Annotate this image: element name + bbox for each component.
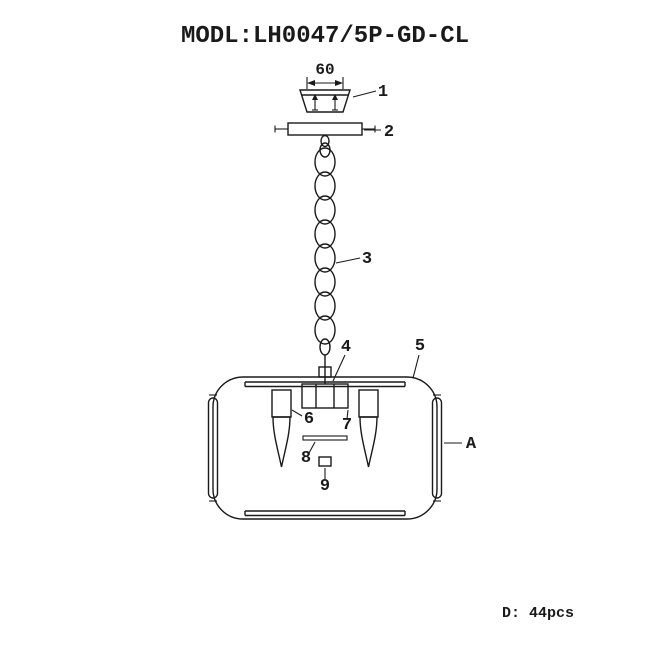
stem-connector — [318, 355, 332, 384]
chain-link — [314, 147, 336, 177]
canopy-plate — [274, 122, 376, 136]
leader-7 — [346, 409, 349, 420]
callout-6: 6 — [304, 410, 314, 429]
chain-link — [314, 291, 336, 321]
suspension-chain — [314, 134, 336, 356]
callout-4: 4 — [341, 338, 351, 357]
center-socket-block — [301, 383, 349, 409]
chain-link — [314, 243, 336, 273]
leader-3 — [335, 257, 361, 264]
callout-1: 1 — [378, 83, 388, 102]
chain-link — [314, 195, 336, 225]
bulb-socket-left — [271, 389, 292, 418]
pieces-count-note: D: 44pcs — [502, 605, 574, 622]
model-title: MODL:LH0047/5P-GD-CL — [181, 23, 469, 50]
canopy-body — [287, 122, 363, 136]
chain-link — [314, 219, 336, 249]
bulb-socket-right — [358, 389, 379, 418]
candle-bulb-left — [271, 389, 292, 468]
dimension-60: 60 — [306, 61, 344, 89]
cross-rod — [302, 435, 348, 441]
frame-side-bar-left — [207, 397, 219, 499]
callout-leaders — [291, 90, 462, 479]
bulb-glass-right — [359, 416, 378, 468]
chain-bottom-loop — [319, 338, 331, 356]
frame-outline — [212, 376, 438, 520]
drum-frame — [207, 376, 443, 520]
bulb-glass-left — [272, 416, 291, 468]
callout-9: 9 — [320, 477, 330, 496]
callout-2: 2 — [384, 123, 394, 142]
callout-3: 3 — [362, 250, 372, 269]
socket-block-body — [301, 383, 349, 409]
dimension-value: 60 — [315, 61, 334, 79]
chain-link — [319, 142, 331, 158]
chain-link — [314, 315, 336, 345]
leader-8 — [308, 441, 316, 454]
chain-link — [314, 267, 336, 297]
chain-link — [314, 171, 336, 201]
callout-7: 7 — [342, 416, 352, 435]
callout-5: 5 — [415, 337, 425, 356]
bracket-body — [299, 89, 351, 113]
callout-8: 8 — [301, 449, 311, 468]
callout-A: A — [466, 435, 477, 454]
candle-bulb-right — [358, 389, 379, 468]
chain-top-loop — [320, 134, 330, 148]
bracket-screw-right-tip-icon — [332, 94, 338, 100]
leader-5 — [412, 354, 420, 379]
bracket-screw-left-tip-icon — [312, 94, 318, 100]
ceiling-bracket — [299, 89, 351, 113]
leader-1 — [352, 90, 377, 98]
dimension-arrow-right-icon — [335, 80, 343, 86]
leader-6 — [291, 409, 303, 417]
small-fitting — [318, 456, 332, 467]
callout-labels: 1 2 3 4 5 6 7 8 9 A — [301, 83, 477, 496]
dimension-arrow-left-icon — [307, 80, 315, 86]
frame-side-bar-right — [431, 397, 443, 499]
leader-4 — [332, 354, 346, 382]
